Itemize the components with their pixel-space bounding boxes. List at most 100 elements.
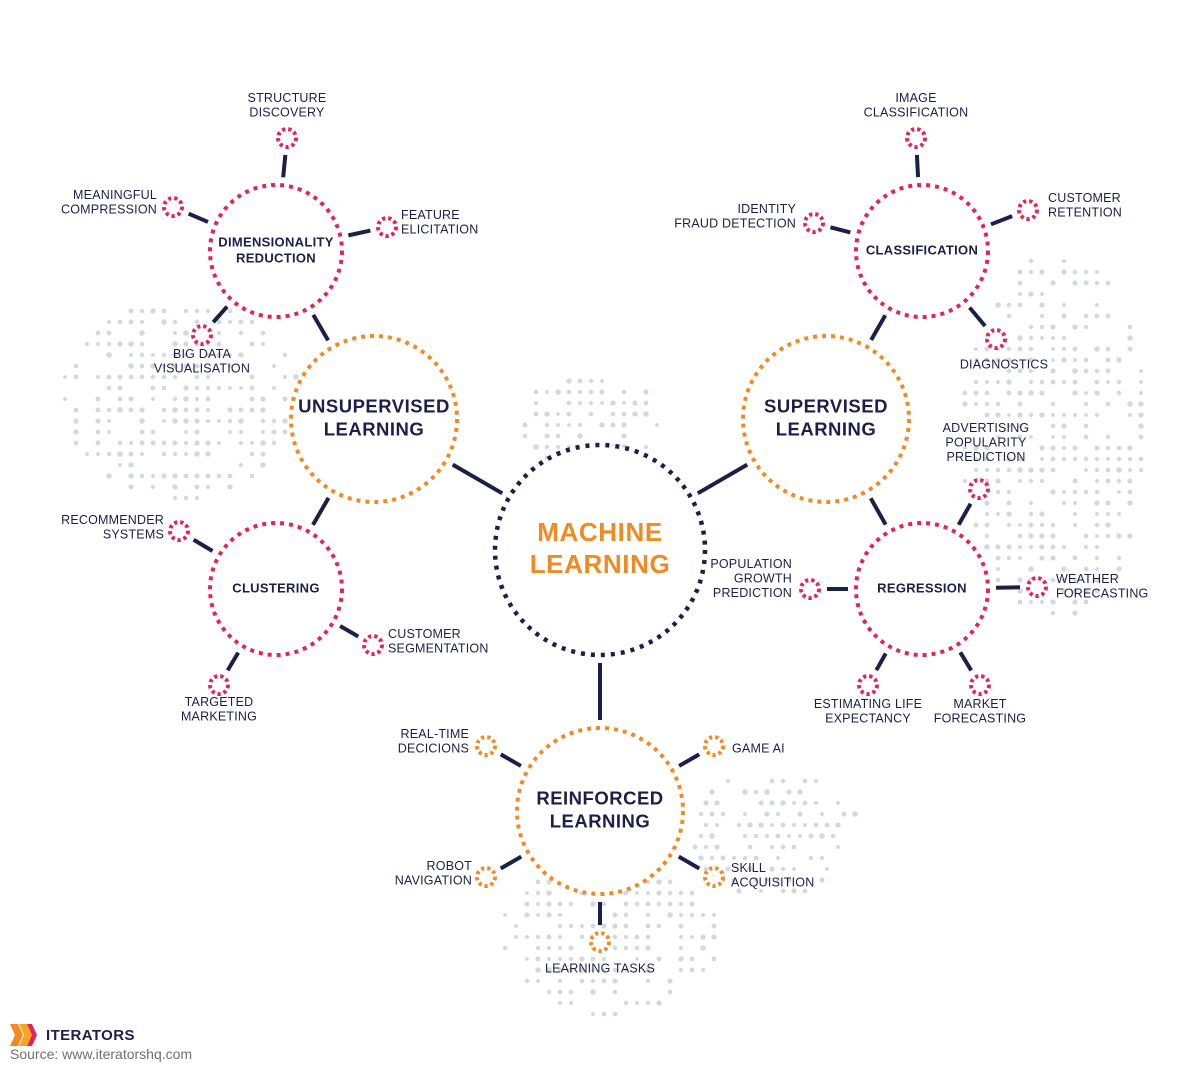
- texture-dot: [73, 418, 79, 424]
- texture-dot: [128, 451, 134, 457]
- texture-dot: [555, 433, 561, 439]
- texture-dot: [183, 308, 189, 314]
- texture-dot: [590, 901, 596, 907]
- texture-dot: [536, 902, 540, 906]
- texture-dot: [1061, 456, 1067, 462]
- texture-dot: [1127, 401, 1133, 407]
- texture-dot: [535, 890, 541, 896]
- texture-dot: [161, 319, 167, 325]
- texture-dot: [106, 385, 112, 391]
- texture-dot: [1061, 566, 1067, 572]
- texture-dot: [764, 811, 770, 817]
- texture-dot: [524, 934, 530, 940]
- texture-dot: [577, 400, 583, 406]
- texture-dot: [172, 374, 178, 380]
- texture-dot: [1018, 292, 1022, 296]
- texture-dot: [612, 1011, 618, 1017]
- texture-dot: [1072, 577, 1078, 583]
- texture-dot: [667, 901, 673, 907]
- texture-dot: [1072, 599, 1078, 605]
- texture-dot: [106, 341, 112, 347]
- texture-dot: [1029, 369, 1033, 373]
- texture-dot: [591, 968, 595, 972]
- texture-dot: [962, 401, 968, 407]
- texture-dot: [546, 989, 552, 995]
- texture-dot: [1127, 478, 1133, 484]
- texture-dot: [1006, 313, 1012, 319]
- texture-dot: [1072, 555, 1078, 561]
- texture-dot: [656, 901, 662, 907]
- texture-dot: [249, 396, 255, 402]
- leaf-structure-label-line-2: DISCOVERY: [249, 106, 325, 120]
- texture-dot: [678, 923, 684, 929]
- texture-dot: [711, 934, 717, 940]
- texture-dot: [502, 945, 508, 951]
- texture-dot: [720, 811, 726, 817]
- texture-dot: [1072, 390, 1078, 396]
- leaf-image-label-line-1: IMAGE: [895, 91, 936, 105]
- texture-dot: [1072, 478, 1078, 484]
- texture-dot: [1072, 368, 1078, 374]
- texture-dot: [557, 923, 563, 929]
- texture-dot: [689, 956, 695, 962]
- leaf-life-ring: [857, 674, 879, 696]
- texture-dot: [205, 308, 211, 314]
- texture-dot: [995, 577, 1001, 583]
- texture-dot: [623, 967, 629, 973]
- texture-dot: [183, 440, 189, 446]
- texture-dot: [577, 378, 583, 384]
- texture-dot: [172, 363, 178, 369]
- texture-dot: [836, 845, 840, 849]
- texture-dot: [802, 778, 808, 784]
- node-uns-circle: [289, 334, 459, 504]
- texture-dot: [1083, 269, 1089, 275]
- texture-dot: [238, 407, 244, 413]
- texture-dot: [984, 346, 990, 352]
- leaf-game-ring: [703, 735, 725, 757]
- edge-leaf-robot: [499, 854, 523, 871]
- texture-dot: [183, 363, 189, 369]
- texture-dot: [1028, 500, 1034, 506]
- texture-dot: [632, 411, 638, 417]
- texture-dot: [802, 888, 808, 894]
- texture-dot: [567, 423, 571, 427]
- texture-dot: [1062, 303, 1066, 307]
- texture-dot: [250, 441, 254, 445]
- texture-dot: [184, 452, 188, 456]
- leaf-market-label-line-1: MARKET: [953, 697, 1006, 711]
- texture-dot: [579, 934, 585, 940]
- texture-dot: [249, 451, 255, 457]
- texture-dot: [249, 341, 255, 347]
- texture-dot: [1072, 610, 1078, 616]
- leaf-retention-label-line-1: CUSTOMER: [1048, 191, 1121, 205]
- texture-dot: [216, 330, 222, 336]
- texture-dot: [643, 411, 649, 417]
- texture-dot: [1083, 280, 1089, 286]
- texture-dot: [117, 407, 123, 413]
- texture-dot: [787, 834, 791, 838]
- texture-dot: [139, 451, 145, 457]
- texture-dot: [612, 989, 618, 995]
- texture-dot: [128, 462, 134, 468]
- texture-dot: [791, 888, 797, 894]
- texture-dot: [1095, 567, 1099, 571]
- texture-dot: [1039, 269, 1045, 275]
- texture-dot: [743, 812, 747, 816]
- texture-dot: [546, 901, 552, 907]
- texture-dot: [1029, 435, 1033, 439]
- texture-dot: [770, 823, 774, 827]
- texture-dot: [973, 467, 979, 473]
- texture-dot: [1028, 511, 1034, 517]
- texture-dot: [227, 319, 233, 325]
- texture-dot: [656, 923, 662, 929]
- texture-dot: [667, 912, 673, 918]
- leaf-fraud-label-line-1: IDENTITY: [737, 202, 796, 216]
- texture-dot: [711, 956, 717, 962]
- texture-dot: [753, 855, 759, 861]
- texture-dot: [282, 396, 288, 402]
- texture-dot: [216, 473, 222, 479]
- texture-dot: [1061, 489, 1067, 495]
- texture-dot: [1083, 588, 1089, 594]
- texture-dot: [1039, 555, 1045, 561]
- texture-dot: [836, 801, 840, 805]
